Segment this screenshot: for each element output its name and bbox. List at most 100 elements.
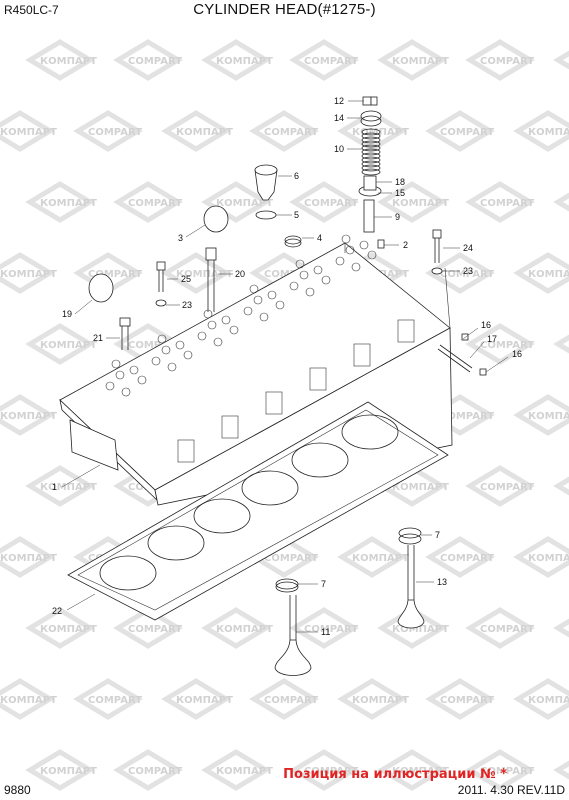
head-hole <box>161 345 171 355</box>
revision-date: 2011. 4.30 REV.11D <box>457 783 565 797</box>
watermark-text: КОМПАРТ <box>216 198 273 209</box>
watermark-text: COMPART <box>128 198 182 209</box>
watermark-logo: КОМПАРТ <box>553 618 569 638</box>
page-number: 9880 <box>4 783 31 797</box>
watermark-logo: КОМПАРТ <box>0 536 57 578</box>
valve-seat-left[interactable] <box>275 578 299 593</box>
callout-13: 13 <box>437 577 447 587</box>
watermark-logo: COMPART <box>465 39 535 81</box>
watermark-text: COMPART <box>480 482 534 493</box>
watermark-text: КОМПАРТ <box>40 766 97 777</box>
watermark-text: КОМПАРТ <box>528 269 569 280</box>
callout-16a: 16 <box>481 320 491 330</box>
watermark-logo: КОМПАРТ <box>161 678 233 720</box>
head-hole <box>305 287 315 297</box>
head-hole <box>121 387 131 397</box>
intake-valve[interactable] <box>397 545 425 629</box>
washer-left[interactable] <box>155 299 167 307</box>
head-bolt-long[interactable] <box>205 247 217 312</box>
head-hole <box>253 295 263 305</box>
valve-guide[interactable] <box>363 199 375 233</box>
watermark-logo: КОМПАРТ <box>201 749 273 791</box>
callout-16b: 16 <box>512 349 522 359</box>
head-hole <box>321 275 331 285</box>
watermark-text: КОМПАРТ <box>0 269 57 280</box>
watermark-logo: COMPART <box>289 749 359 791</box>
callout-4: 4 <box>317 233 322 243</box>
spring-coil <box>361 144 381 152</box>
callout-1: 1 <box>52 482 57 492</box>
watermark-logo: КОМПАРТ <box>337 678 409 720</box>
pipe-plug-lower[interactable] <box>479 368 487 376</box>
head-hole <box>111 359 121 369</box>
watermark-logo: КОМПАРТ <box>377 39 449 81</box>
watermark-text: COMPART <box>128 56 182 67</box>
watermark-logo: COMPART <box>425 110 495 152</box>
o-ring[interactable] <box>255 210 277 220</box>
watermark-logo: COMPART <box>113 39 183 81</box>
head-hole <box>157 334 167 344</box>
pipe-plug-upper[interactable] <box>461 333 469 341</box>
watermark-logo: COMPART <box>465 465 535 507</box>
watermark-text: COMPART <box>264 127 318 138</box>
head-bolt-short[interactable] <box>156 261 166 292</box>
watermark-logo: КОМПАРТ <box>513 536 569 578</box>
watermark-text: COMPART <box>480 766 534 777</box>
head-hole <box>167 362 177 372</box>
watermark-text: COMPART <box>440 269 494 280</box>
head-hole <box>299 270 309 280</box>
watermark-logo: COMPART <box>425 536 495 578</box>
callout-24: 24 <box>463 243 473 253</box>
watermark-logo: КОМПАРТ <box>553 50 569 70</box>
flange-bolt[interactable] <box>119 317 131 350</box>
head-gasket[interactable] <box>67 401 449 621</box>
watermark-logo: COMPART <box>465 607 535 649</box>
watermark-logo: КОМПАРТ <box>377 749 449 791</box>
watermark-text: COMPART <box>440 695 494 706</box>
watermark-text: COMPART <box>304 766 358 777</box>
dowel-pin[interactable] <box>377 239 385 249</box>
expansion-plug-upper[interactable] <box>203 205 229 233</box>
head-hole <box>335 256 345 266</box>
exhaust-valve[interactable] <box>274 595 312 676</box>
washer-right[interactable] <box>431 267 443 275</box>
head-hole <box>175 340 185 350</box>
watermark-text: COMPART <box>88 269 142 280</box>
head-hole <box>345 245 355 255</box>
valve-seat-right[interactable] <box>398 527 422 545</box>
cylinder-head[interactable] <box>59 234 453 506</box>
callout-6: 6 <box>294 171 299 181</box>
valve-stem-seal[interactable] <box>358 175 382 197</box>
watermark-text: КОМПАРТ <box>176 269 233 280</box>
valve-cotter[interactable] <box>362 96 378 106</box>
head-hole <box>207 320 217 330</box>
watermark-text: COMPART <box>440 411 494 422</box>
coolant-pipe[interactable] <box>437 344 473 373</box>
callout-17: 17 <box>487 334 497 344</box>
plug-ring[interactable] <box>284 235 302 248</box>
expansion-plug-lower[interactable] <box>88 273 114 303</box>
injector-sleeve[interactable] <box>254 164 278 201</box>
watermark-text: КОМПАРТ <box>392 482 449 493</box>
head-hole <box>221 315 231 325</box>
watermark-logo: COMPART <box>289 607 359 649</box>
valve-spring-retainer[interactable] <box>360 110 382 127</box>
watermark-text: COMPART <box>480 198 534 209</box>
watermark-text: COMPART <box>480 624 534 635</box>
watermark-text: КОМПАРТ <box>352 553 409 564</box>
valve-spring[interactable] <box>361 128 381 176</box>
watermark-logo: КОМПАРТ <box>0 394 57 436</box>
watermark-text: КОМПАРТ <box>528 553 569 564</box>
watermark-logo: КОМПАРТ <box>25 39 97 81</box>
watermark-logo: КОМПАРТ <box>25 607 97 649</box>
watermark-logo: КОМПАРТ <box>0 678 57 720</box>
watermark-logo: COMPART <box>425 252 495 294</box>
watermark-logo: КОМПАРТ <box>513 110 569 152</box>
head-hole <box>137 375 147 385</box>
cylinder-head-ports <box>177 319 415 463</box>
head-bolt-rear[interactable] <box>432 229 442 263</box>
cylinder-head-holes <box>105 234 377 397</box>
watermark-text: КОМПАРТ <box>40 624 97 635</box>
watermark-logo: COMPART <box>73 110 143 152</box>
